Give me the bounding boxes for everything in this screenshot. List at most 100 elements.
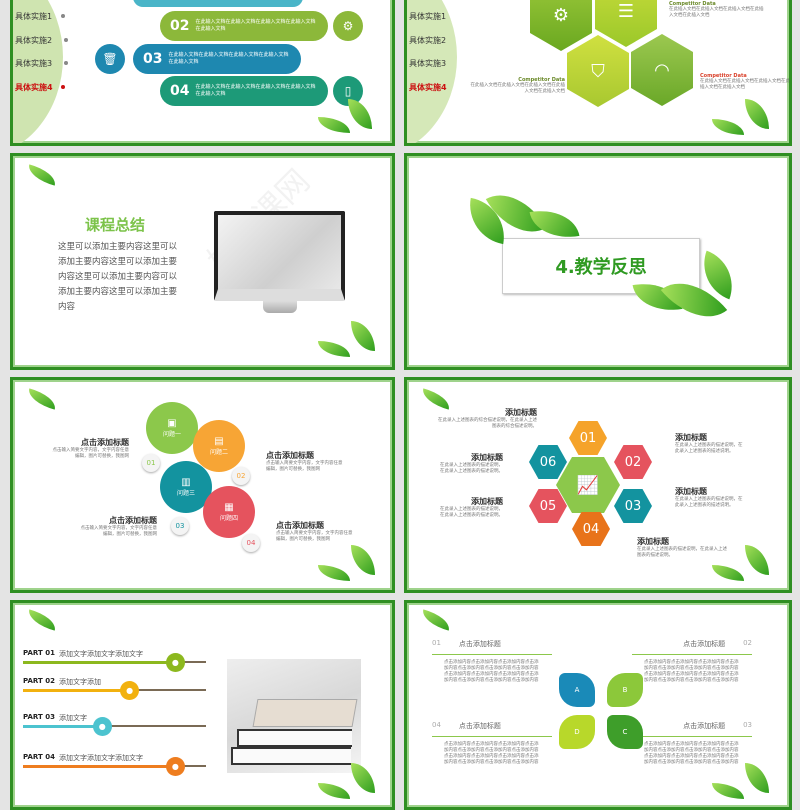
competitor-item: Competitor Data 在此插入文档在此插入文档在此插入文档在此插入文档… [669, 1, 764, 19]
step-pill-02: 02 在此输入文档在此输入文档在此输入文档在此输入文档在此输入文档 [160, 11, 328, 41]
chapter-nav-item[interactable]: 具体实施1 [15, 12, 53, 21]
caption: 添加标题在此录入上述图表的描述说明，在此录入上述图表的描述说明。 [437, 452, 503, 475]
number-badge: 03 [171, 517, 189, 535]
hex-01[interactable]: 01 [569, 421, 607, 455]
petal-d[interactable]: D [559, 715, 595, 749]
bubble-question-1[interactable]: ▣问题一 [146, 402, 198, 454]
message-icon: ▤ [214, 436, 224, 447]
section-text: 点击添加内容点击添加内容点击添加内容点击添加内容点击添加内容点击添加内容点击添加… [444, 660, 539, 683]
bubble-question-4[interactable]: ▦问题四 [203, 486, 255, 538]
monitor-image [214, 211, 345, 301]
caption: 添加标题在此录入上述图表的描述说明，在此录入上述图表的描述说明。 [675, 432, 743, 455]
slide-thumbnail-7[interactable]: PART 01 添加文字添加文字添加文字 ● PART 02 添加文字添加 ● … [10, 600, 395, 810]
section-title[interactable]: 点击添加标题 [683, 722, 726, 730]
nav-dot [61, 85, 65, 89]
bubble-question-2[interactable]: ▤ 问题二 [193, 420, 245, 472]
slide-thumbnail-6[interactable]: 📈 01 02 03 04 05 06 添加标题在此录入上述图表的综合描述说明，… [404, 377, 792, 593]
caption: 添加标题在此录入上述图表的描述说明，在此录入上述图表的描述说明。 [675, 486, 743, 509]
chapter-nav-item[interactable]: 具体实施3 [409, 59, 447, 68]
item-title: Competitor Data [669, 1, 716, 7]
nav-dot [61, 14, 65, 18]
chapter-nav-item[interactable]: 具体实施2 [409, 36, 447, 45]
step-text: 在此输入文档在此输入文档在此输入文档在此输入文档在此输入文档 [195, 19, 316, 32]
slide-thumbnail-5[interactable]: ▣问题一 ▤问题二 ▥问题三 ▦问题四 01 02 03 04 点击添加标题点击… [10, 377, 395, 593]
tv-icon[interactable]: ● [120, 681, 140, 700]
petal-b[interactable]: B [607, 673, 643, 707]
section-number: 04 [432, 721, 441, 729]
gears-icon: ⚙ [333, 11, 363, 41]
bubble-label: 问题三 [176, 490, 195, 497]
growth-chart-icon: 📈 [556, 457, 620, 513]
title-box: 4.教学反思 [502, 238, 700, 294]
step-text: 在此输入文档在此输入文档在此输入文档在此输入文档在此输入文档 [195, 84, 316, 97]
slide-thumbnail-2[interactable]: 具体实施1 具体实施2 具体实施3 具体实施4 ⚙ ☰ ⛉ ◠ Competit… [404, 0, 792, 146]
step-text: 在此输入文档在此输入文档在此输入文档在此输入文档在此输入文档 [168, 52, 289, 65]
hex-03[interactable]: 03 [614, 489, 652, 523]
section-title: 4.教学反思 [555, 257, 647, 278]
text-line: 添加主要内容这里可以添加主要 [58, 287, 178, 297]
nav-dot [64, 38, 68, 42]
caption-text: 在此录入上述图表的综合描述说明，在此录入上述图表的综合描述说明。 [438, 418, 537, 429]
leaf-decoration [25, 609, 59, 631]
caption: 添加标题在此录入上述图表的综合描述说明，在此录入上述图表的综合描述说明。 [437, 407, 537, 430]
bubble-label: 问题二 [209, 449, 228, 456]
caption: 添加标题在此录入上述图表的描述说明，在此录入上述图表的描述说明。 [437, 496, 503, 519]
part-row: PART 04 添加文字添加文字添加文字 ● [23, 753, 206, 779]
briefcase-icon: ▣ [167, 418, 177, 429]
part-label: PART 01 [23, 649, 55, 657]
part-row: PART 01 添加文字添加文字添加文字 ● [23, 649, 206, 675]
section-text: 点击添加内容点击添加内容点击添加内容点击添加内容点击添加内容点击添加内容点击添加… [644, 742, 739, 765]
item-title: Competitor Data [700, 73, 747, 79]
step-pill-04: 04 在此输入文档在此输入文档在此输入文档在此输入文档在此输入文档 [160, 76, 328, 106]
caption: 点击添加标题点击输入简要文字内容，文字内容任意编辑，图片可替换，我图网 [51, 437, 130, 460]
chapter-nav-item-active[interactable]: 具体实施4 [15, 83, 53, 92]
book [231, 747, 351, 765]
section-title[interactable]: 点击添加标题 [683, 640, 726, 648]
hex-06[interactable]: 06 [529, 445, 567, 479]
part-label: PART 04 [23, 753, 55, 761]
text-line: 内容 [58, 302, 76, 312]
number-badge: 01 [142, 454, 160, 472]
progress-fill [23, 688, 130, 692]
item-title: Competitor Data [518, 77, 565, 83]
part-text: 添加文字添加文字添加文字 [59, 754, 143, 762]
slide-thumbnail-3[interactable]: 好党课网 课程总结 这里可以添加主要内容这里可以 添加主要内容这里可以添加主要 … [10, 153, 395, 370]
chapter-nav-item-active[interactable]: 具体实施4 [409, 83, 447, 92]
caption-title: 添加标题 [471, 497, 503, 506]
petal-c[interactable]: C [607, 715, 643, 749]
slide-thumbnail-1[interactable]: 具体实施1 具体实施2 具体实施3 具体实施4 02 在此输入文档在此输入文档在… [10, 0, 395, 146]
bar-chart-icon: ▥ [181, 477, 191, 488]
slide-thumbnail-4[interactable]: 4.教学反思 [404, 153, 792, 370]
caption-title: 添加标题 [505, 408, 537, 417]
progress-fill [23, 764, 175, 768]
leaf-decoration [712, 119, 744, 135]
caption-text: 点击输入简要文字内容，文字内容任意编辑，图片可替换，我图网 [276, 531, 353, 542]
section-title[interactable]: 点击添加标题 [458, 722, 501, 730]
books-photo [227, 659, 361, 773]
watch-icon[interactable]: ● [92, 717, 112, 736]
hex-04[interactable]: 04 [572, 512, 610, 546]
chapter-nav-item[interactable]: 具体实施2 [15, 36, 53, 45]
caption-text: 点击输入简要文字内容，文字内容任意编辑，图片可替换，我图网 [52, 448, 130, 459]
caption-title: 添加标题 [471, 453, 503, 462]
meeting-photo [218, 215, 341, 289]
hex-02[interactable]: 02 [614, 445, 652, 479]
item-text: 在此插入文档在此插入文档在此插入文档在此插入文档在此插入文档 [669, 7, 764, 18]
caption-title: 点击添加标题 [109, 516, 157, 525]
trash-icon: 🗑 [95, 44, 125, 74]
section-title[interactable]: 点击添加标题 [458, 640, 501, 648]
petal-a[interactable]: A [559, 673, 595, 707]
chapter-nav-item[interactable]: 具体实施1 [409, 12, 447, 21]
slide-title: 课程总结 [85, 216, 146, 234]
caption-title: 添加标题 [675, 433, 707, 442]
caption-title: 添加标题 [637, 537, 669, 546]
chapter-nav-item[interactable]: 具体实施3 [15, 59, 53, 68]
leaf-decoration [712, 565, 744, 581]
caption-title: 点击添加标题 [81, 438, 129, 447]
step-number: 03 [143, 51, 163, 67]
lightbulb-icon[interactable]: ● [165, 653, 185, 672]
wifi-icon[interactable]: ● [165, 757, 185, 776]
